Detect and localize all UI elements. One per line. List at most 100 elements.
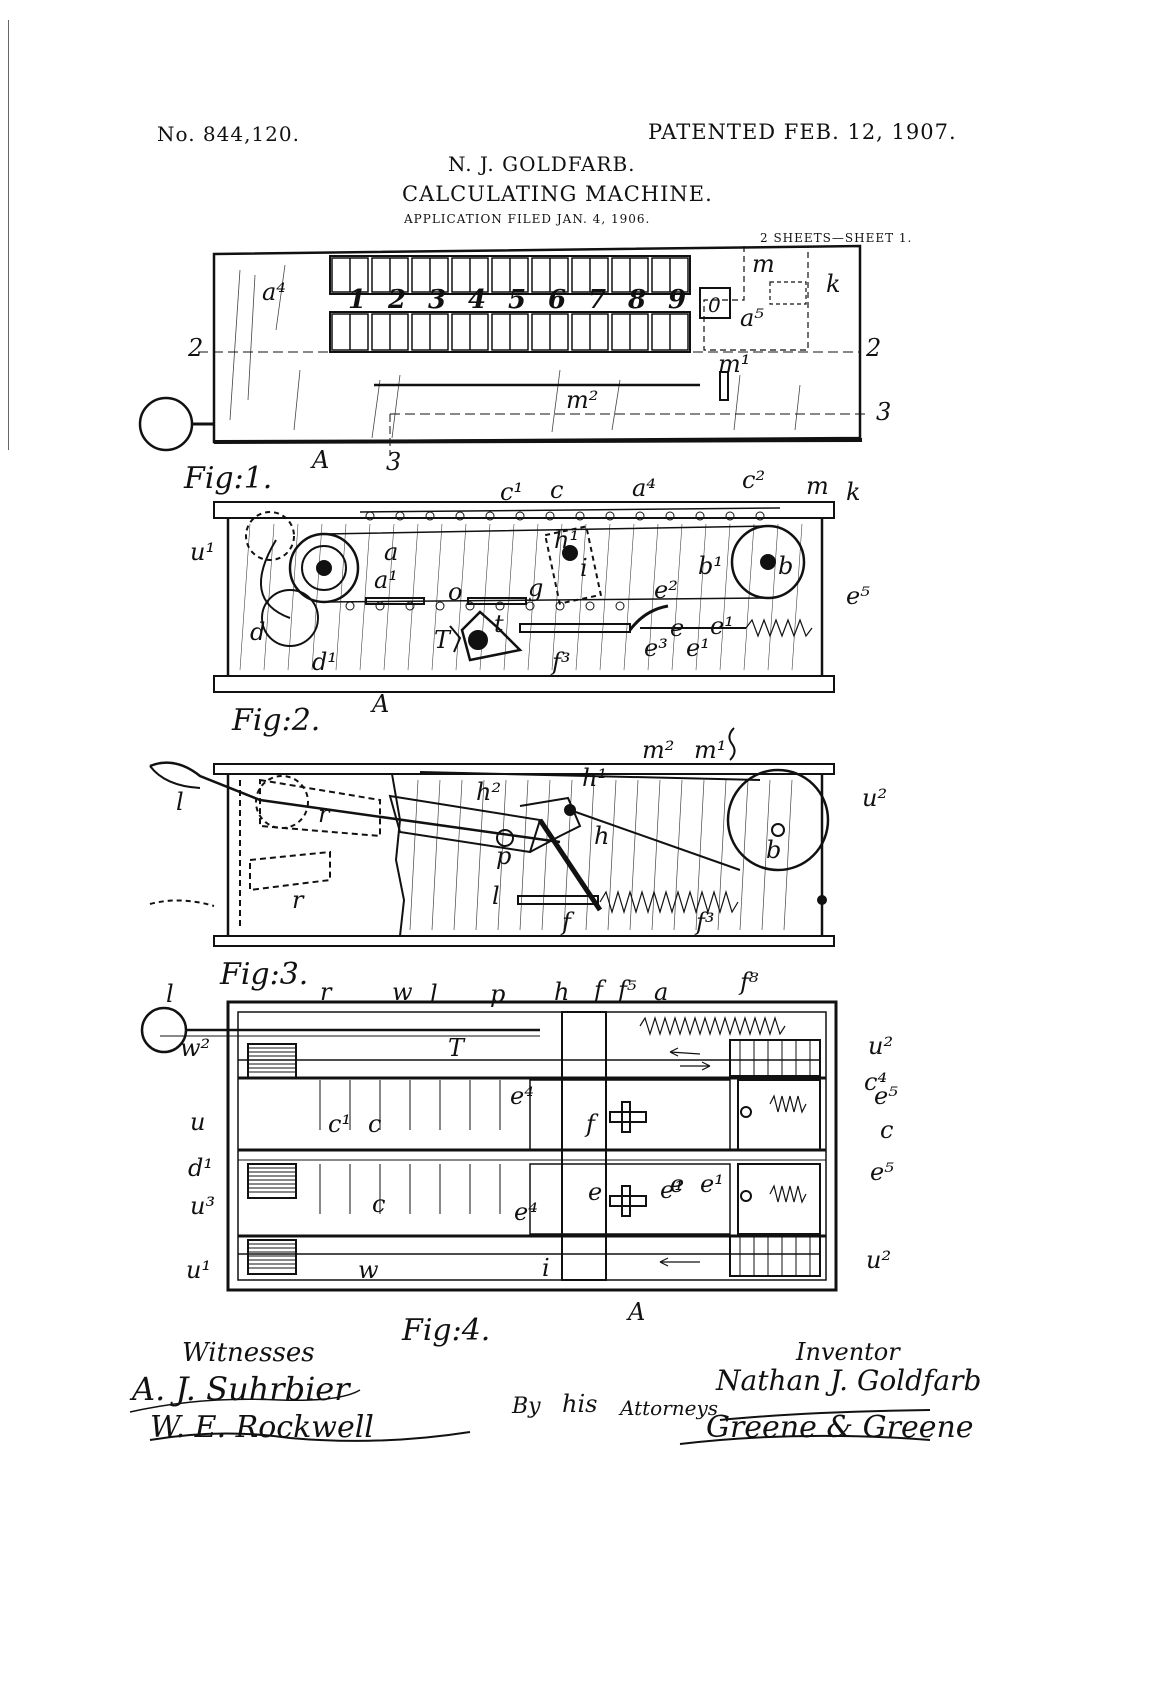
fig4-label: p bbox=[490, 980, 505, 1008]
sheet-number: 2 SHEETS—SHEET 1. bbox=[760, 231, 913, 245]
fig4-label: A bbox=[626, 1298, 645, 1326]
fig4-label: w² bbox=[180, 1034, 210, 1062]
fig2-label: c¹ bbox=[500, 478, 523, 506]
fig4-label: l bbox=[166, 980, 174, 1008]
fig2-label: u¹ bbox=[190, 538, 215, 566]
fig3-label: b bbox=[766, 836, 781, 864]
fig3-label: p bbox=[496, 842, 511, 870]
fig4-label: c bbox=[880, 1116, 893, 1144]
fig3-label: r bbox=[318, 800, 331, 828]
fig4-label: f bbox=[584, 1110, 599, 1138]
fig2-label: e² bbox=[654, 576, 678, 604]
fig1-label: m² bbox=[566, 386, 598, 414]
fig4-label: e¹ bbox=[700, 1170, 724, 1198]
fig4-label: f⁵ bbox=[616, 976, 637, 1004]
digit-8: 8 bbox=[627, 285, 646, 315]
fig2-label: h¹ bbox=[554, 526, 579, 554]
fig4-label: l bbox=[430, 980, 438, 1008]
signature-flourishes bbox=[129, 1389, 931, 1445]
fig4-label: e⁵ bbox=[870, 1158, 894, 1186]
digit-3: 3 bbox=[428, 285, 446, 315]
fig4-label: f bbox=[592, 976, 607, 1004]
fig3-label: h¹ bbox=[582, 764, 607, 792]
fig2-label: e³ bbox=[644, 634, 668, 662]
fig2-caption: Fig:2. bbox=[231, 703, 320, 738]
fig4-label: e⁴ bbox=[514, 1198, 538, 1226]
fig3-caption: Fig:3. bbox=[219, 957, 308, 992]
fig2-label: a⁴ bbox=[632, 474, 656, 502]
fig2-label: c² bbox=[742, 466, 765, 494]
fig3-label: l bbox=[492, 882, 500, 910]
fig1-drawing bbox=[138, 244, 868, 456]
fig4-label: d¹ bbox=[188, 1154, 213, 1182]
fig1-label: A bbox=[310, 446, 329, 474]
fig4-label: e¹ bbox=[660, 1176, 684, 1204]
fig3-label: h bbox=[594, 822, 609, 850]
fig2-label: e¹ bbox=[686, 634, 710, 662]
fig4-label: f⁸ bbox=[738, 968, 759, 996]
fig3-label: f bbox=[560, 908, 575, 936]
fig3-label: l bbox=[176, 788, 184, 816]
fig2-label: o bbox=[448, 578, 462, 606]
fig2-label: T bbox=[434, 626, 452, 654]
fig3-label: m² bbox=[642, 736, 674, 764]
fig4-label: c bbox=[372, 1190, 385, 1218]
application-filed: APPLICATION FILED JAN. 4, 1906. bbox=[404, 212, 651, 226]
digit-1: 1 bbox=[348, 285, 366, 315]
fig4-label: e⁵ bbox=[874, 1082, 898, 1110]
fig2-label: e⁵ bbox=[846, 582, 870, 610]
fig3-label: f³ bbox=[694, 908, 715, 936]
fig4-label: a bbox=[654, 978, 668, 1006]
fig4-label: i bbox=[542, 1254, 550, 1282]
fig3-label: m¹ bbox=[694, 736, 726, 764]
fig1-label: m bbox=[752, 250, 775, 278]
fig1-label: a⁴ bbox=[262, 278, 286, 306]
fig1-label: a⁵ bbox=[740, 304, 764, 332]
fig4-label: e bbox=[670, 1170, 684, 1198]
attorneys-label: Attorneys bbox=[620, 1396, 719, 1420]
fig4-label: c⁴ bbox=[864, 1068, 887, 1096]
digit-6: 6 bbox=[548, 285, 566, 315]
fig4-label: r bbox=[320, 978, 333, 1006]
digit-2: 2 bbox=[387, 285, 406, 315]
fig2-label: m bbox=[806, 472, 829, 500]
witnesses-label: Witnesses bbox=[182, 1338, 315, 1368]
fig4-label: u¹ bbox=[186, 1256, 211, 1284]
fig4-label: u bbox=[190, 1108, 205, 1136]
patent-number: No. 844,120. bbox=[157, 122, 300, 146]
fig3-label: u² bbox=[862, 784, 887, 812]
fig4-label: u² bbox=[866, 1246, 891, 1274]
fig4-caption: Fig:4. bbox=[401, 1313, 490, 1348]
fig4-label: w bbox=[358, 1256, 379, 1284]
left-margin-line bbox=[8, 20, 9, 450]
fig1-label: 3 bbox=[386, 448, 401, 476]
fig4-label: w bbox=[392, 978, 413, 1006]
fig2-label: f³ bbox=[550, 648, 571, 676]
fig1-label: 3 bbox=[876, 398, 891, 426]
witness2-signature: W. E. Rockwell bbox=[150, 1410, 374, 1445]
fig4-label: T bbox=[448, 1034, 466, 1062]
fig1-caption: Fig:1. bbox=[183, 461, 272, 496]
fig2-label: i bbox=[580, 554, 588, 582]
fig2-label: b¹ bbox=[698, 552, 723, 580]
fig2-drawing bbox=[213, 501, 835, 693]
fig3-drawing bbox=[149, 727, 835, 947]
attorney-signature: Greene & Greene bbox=[706, 1410, 974, 1445]
fig4-label: h bbox=[554, 978, 569, 1006]
zero-digit: 0 bbox=[708, 293, 721, 317]
fig2-label: d bbox=[250, 618, 265, 646]
fig1-label: 2 bbox=[865, 334, 881, 362]
fig4-label: u² bbox=[868, 1032, 893, 1060]
fig2-label: a¹ bbox=[374, 566, 398, 594]
fig4-label: u³ bbox=[190, 1192, 215, 1220]
fig1-label: 2 bbox=[187, 334, 203, 362]
his-label: his bbox=[562, 1390, 598, 1418]
invention-title: CALCULATING MACHINE. bbox=[402, 182, 713, 206]
fig2-label: c bbox=[550, 476, 563, 504]
digit-7: 7 bbox=[588, 285, 606, 315]
fig2-label: d¹ bbox=[312, 648, 337, 676]
fig2-label: k bbox=[846, 478, 861, 506]
fig2-label: b bbox=[778, 552, 793, 580]
